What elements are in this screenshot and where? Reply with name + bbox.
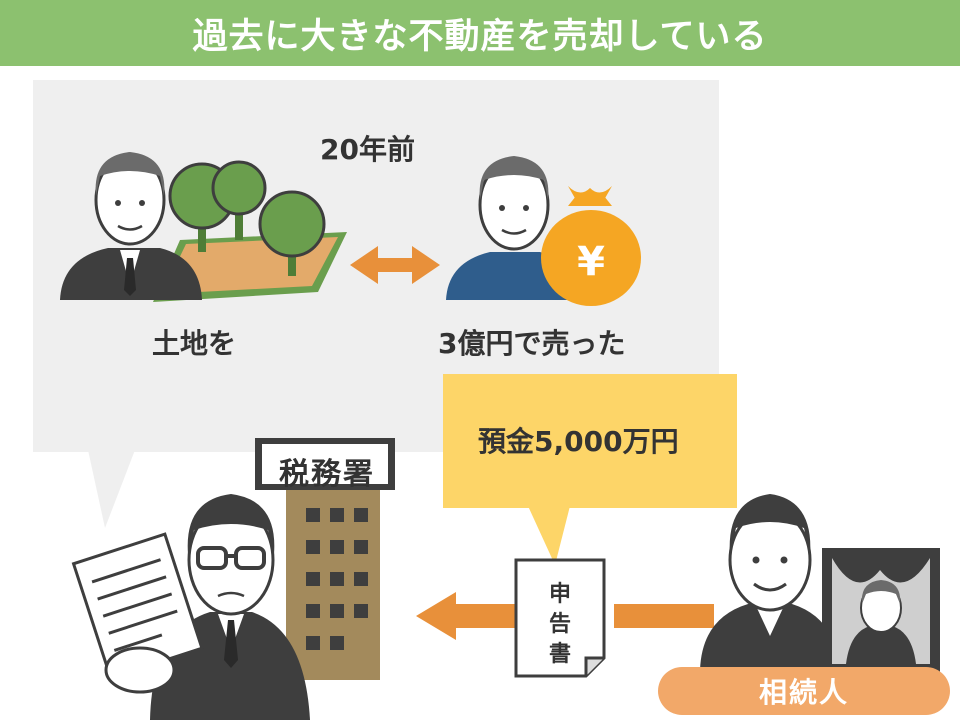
land-with-trees-icon <box>153 160 347 302</box>
heir-man-icon <box>700 494 840 670</box>
land-label: 土地を <box>152 327 237 360</box>
money-bag-icon <box>541 186 641 306</box>
document-char-3: 書 <box>548 642 571 667</box>
tax-return-document-icon <box>514 558 606 678</box>
deposit-bubble <box>443 374 737 565</box>
submission-arrow-icon <box>416 592 714 640</box>
deposit-label: 預金5,000万円 <box>478 425 679 458</box>
exchange-arrow-icon <box>350 246 440 284</box>
tax-office-sign: 税務署 <box>279 457 375 492</box>
yen-symbol: ¥ <box>577 239 605 285</box>
document-char-1: 申 <box>548 582 571 607</box>
document-char-2: 告 <box>548 612 571 637</box>
heir-label: 相続人 <box>658 667 950 715</box>
buyer-man-icon <box>446 156 578 300</box>
tax-return-document-text: 申 告 書 <box>534 580 586 670</box>
sale-price-label: 3億円で売った <box>438 327 626 360</box>
landowner-man-icon <box>60 152 202 300</box>
time-label: 20年前 <box>320 133 415 166</box>
page-title: 過去に大きな不動産を売却している <box>0 0 960 66</box>
tax-official-icon <box>71 494 310 720</box>
memorial-portrait-icon <box>822 548 940 674</box>
tax-office-building-icon <box>255 438 395 680</box>
